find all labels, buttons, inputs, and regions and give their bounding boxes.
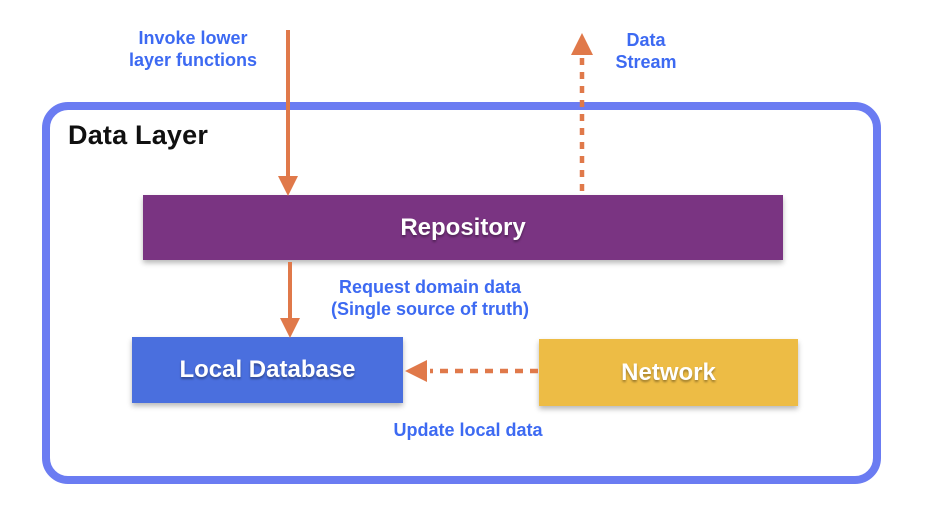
data-stream-label: Data Stream — [615, 30, 677, 72]
request-domain-data-label: Request domain data (Single source of tr… — [331, 277, 529, 319]
repository-node-label: Repository — [400, 213, 526, 241]
local-database-node-label: Local Database — [179, 356, 356, 383]
update-local-data-label: Update local data — [393, 420, 543, 440]
repository-node: Repository — [143, 195, 783, 260]
invoke-lower-layer-label: Invoke lower layer functions — [128, 28, 258, 70]
local-database-node: Local Database — [132, 337, 403, 403]
frame-title: Data Layer — [68, 120, 209, 150]
data-layer-frame — [42, 102, 881, 484]
network-node: Network — [539, 339, 798, 406]
network-node-label: Network — [621, 358, 716, 386]
